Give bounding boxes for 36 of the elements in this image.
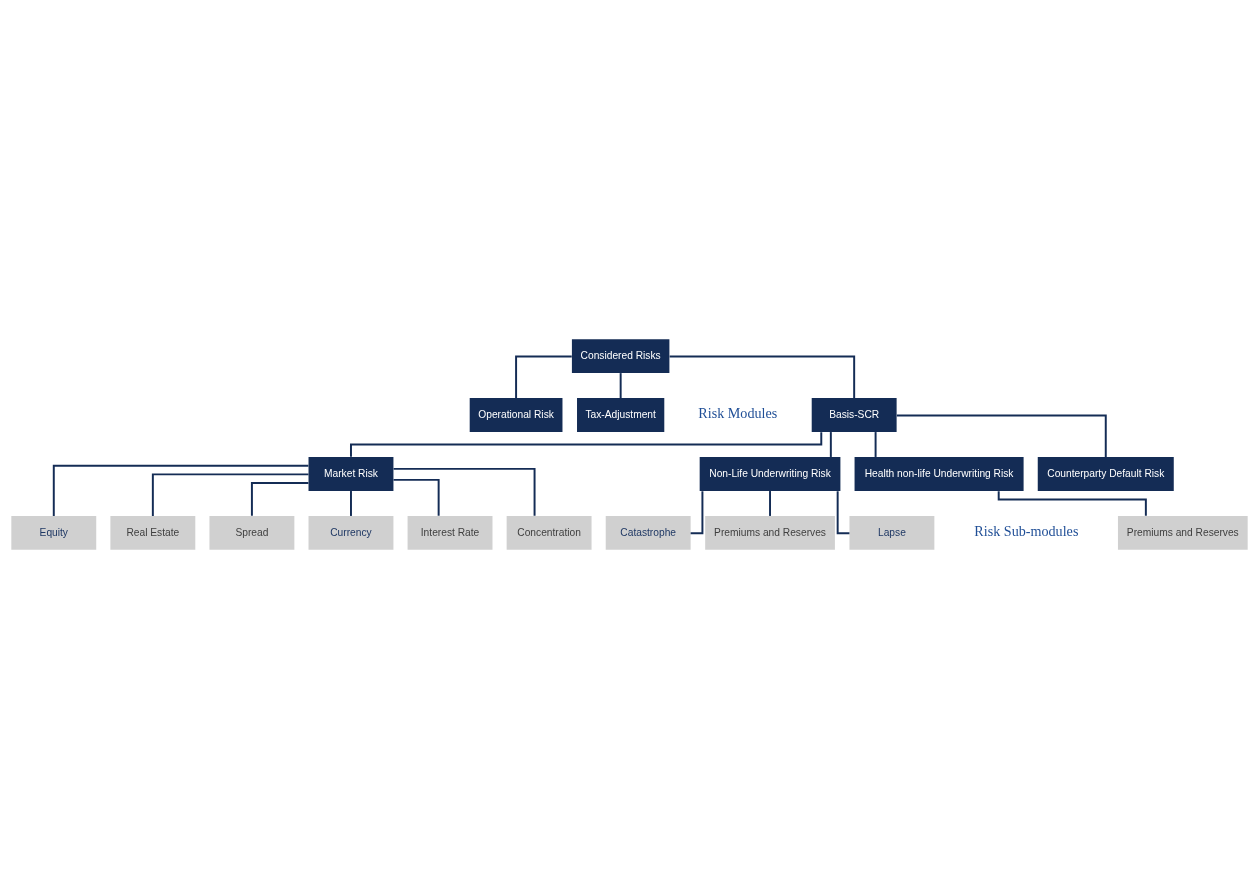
connector — [350, 430, 823, 458]
node-box: Tax-Adjustment — [577, 397, 665, 432]
connector — [874, 430, 877, 458]
connector — [895, 413, 1107, 458]
node-box: Premiums and Reserves — [705, 515, 835, 550]
node-box: Considered Risks — [571, 338, 670, 373]
node-box: Real Estate — [110, 515, 196, 550]
label: Risk Modules — [698, 404, 778, 421]
connector — [829, 430, 832, 458]
node-box: Non-Life Underwriting Risk — [699, 456, 841, 491]
connector — [250, 481, 310, 517]
node-box: Counterparty Default Risk — [1037, 456, 1174, 491]
connector — [151, 472, 310, 517]
connector — [668, 354, 856, 399]
connector — [619, 371, 622, 399]
node-box: Market Risk — [308, 456, 394, 491]
node-box: Spread — [209, 515, 295, 550]
connector — [836, 489, 851, 534]
node-box: Concentration — [506, 515, 592, 550]
connector — [515, 354, 573, 399]
connector — [392, 467, 536, 517]
node-box: Catastrophe — [605, 515, 691, 550]
node-box: Lapse — [849, 515, 935, 550]
label: Risk Sub-modules — [974, 522, 1079, 539]
node-box: Currency — [308, 515, 394, 550]
node-box: Premiums and Reserves — [1117, 515, 1248, 550]
connector — [689, 489, 704, 534]
node-box: Basis-SCR — [811, 397, 897, 432]
node-box: Equity — [11, 515, 97, 550]
connector — [769, 489, 772, 517]
node-box: Operational Risk — [469, 397, 563, 432]
node-box: Health non-life Underwriting Risk — [854, 456, 1024, 491]
connector — [52, 464, 310, 517]
node-box: Interest Rate — [407, 515, 493, 550]
connector — [350, 489, 352, 517]
connector — [392, 478, 440, 517]
